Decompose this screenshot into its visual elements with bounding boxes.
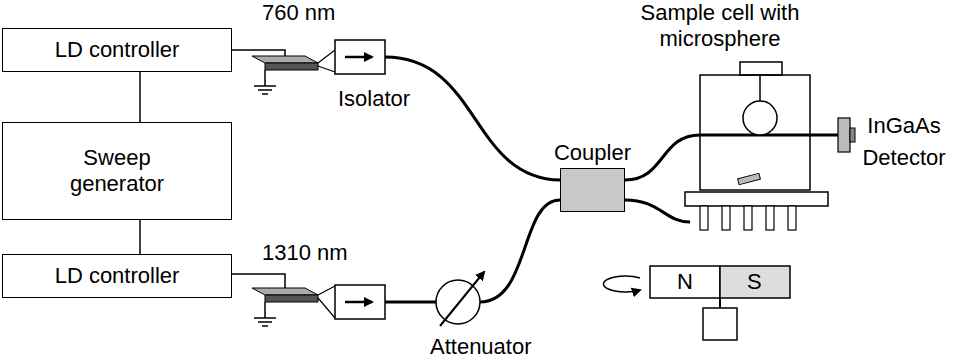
coupler-label: Coupler bbox=[535, 140, 650, 166]
part-label: 1310 nm bbox=[262, 240, 348, 266]
pole-label: N bbox=[677, 269, 693, 295]
optical-fiber bbox=[385, 301, 436, 304]
laser-diode bbox=[232, 274, 335, 318]
text-stack: LD controller bbox=[55, 37, 180, 63]
ground-symbol bbox=[254, 302, 276, 326]
optical-fiber bbox=[480, 200, 560, 302]
box-label: LD controller bbox=[55, 263, 180, 289]
part-label: Sample cell with microsphere bbox=[590, 0, 850, 52]
text-stack: Sweep generator bbox=[57, 145, 177, 197]
isolator-symbol bbox=[335, 40, 385, 74]
optical-fiber bbox=[625, 135, 838, 180]
optical-fiber bbox=[385, 57, 560, 180]
part-label: 760 nm bbox=[262, 0, 335, 26]
part-label: Isolator bbox=[338, 86, 410, 112]
coupler-body bbox=[560, 168, 625, 212]
part-label: InGaAs Detector bbox=[856, 110, 952, 174]
isolator-symbol bbox=[335, 285, 385, 319]
coupler-node: Coupler bbox=[535, 140, 650, 212]
box-label: LD controller bbox=[55, 37, 180, 63]
sample-cell bbox=[685, 62, 828, 230]
pole-label: S bbox=[747, 269, 762, 295]
detector-symbol bbox=[838, 118, 855, 152]
part-label: Attenuator bbox=[430, 334, 532, 360]
controller-box: LD controller bbox=[2, 28, 232, 72]
controller-box: LD controller bbox=[2, 254, 232, 298]
box-label: Sweep generator bbox=[57, 145, 177, 197]
signal-wire bbox=[139, 220, 141, 254]
attenuator-symbol bbox=[436, 272, 484, 326]
optical-fiber bbox=[625, 200, 690, 222]
text-stack: LD controller bbox=[55, 263, 180, 289]
magnet-stirrer bbox=[603, 266, 790, 340]
controller-box: Sweep generator bbox=[2, 122, 232, 220]
ground-symbol bbox=[254, 70, 276, 94]
signal-wire bbox=[139, 72, 141, 122]
laser-diode bbox=[232, 50, 335, 72]
